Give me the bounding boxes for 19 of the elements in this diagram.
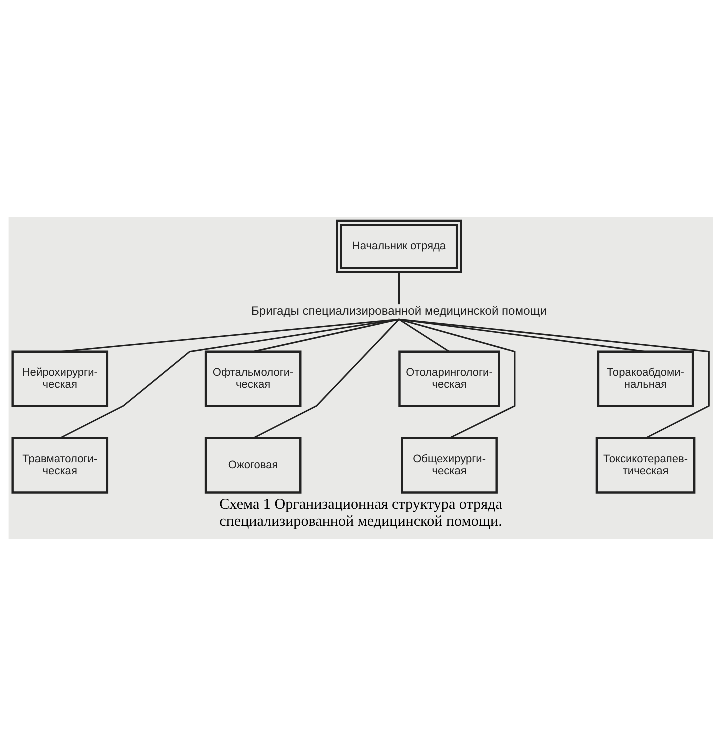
connector: [60, 318, 400, 439]
connector: [398, 318, 450, 352]
node-box: Токсикотерапев- тическая: [596, 436, 696, 494]
node-box: Ожоговая: [204, 436, 302, 494]
connector: [60, 318, 400, 352]
caption: Схема 1 Организационная структура отряда специализированной медицинской помощи.: [220, 496, 502, 530]
node-box: Общехирурги- ческая: [401, 436, 498, 494]
connector: [252, 318, 400, 439]
node-box: Отоларингологи- ческая: [398, 350, 500, 407]
connector: [399, 318, 646, 352]
node-box: Офтальмологи- ческая: [204, 350, 302, 407]
connector: [399, 318, 516, 439]
connector: [398, 272, 400, 304]
node-box: Нейрохирурги- ческая: [12, 350, 109, 407]
node-box: Торакоабдоми- нальная: [597, 350, 694, 407]
connector: [399, 318, 710, 439]
node-box: Начальник отряда: [336, 219, 462, 273]
node-box: Травматологи- ческая: [12, 436, 109, 494]
node-text: Бригады специализированной медицинской помощи: [252, 304, 547, 318]
